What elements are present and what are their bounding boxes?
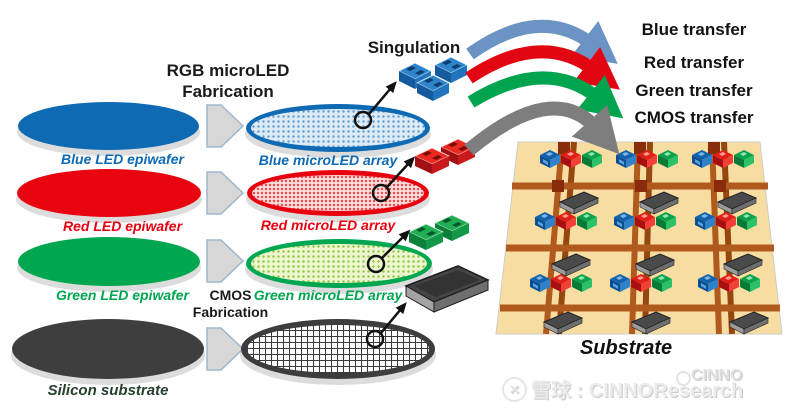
red-transfer-arrow [465, 45, 620, 90]
blue-transfer-label: Blue transfer [641, 20, 747, 39]
red-array-callout-arrow [386, 156, 416, 188]
cmos-transfer-arrow [464, 101, 620, 156]
fabrication-arrow-icon [206, 239, 244, 283]
silicon-wafer [12, 319, 204, 379]
blue-array-callout-arrow [368, 81, 397, 115]
blue-array-label: Blue microLED array [258, 152, 398, 168]
cmos-fabrication-line2: Fabrication [192, 304, 269, 320]
green-microled-chips-icon [408, 214, 470, 250]
cinno-logo-icon [676, 371, 691, 386]
green-epiwafer-label: Green LED epiwafer [55, 287, 190, 303]
red-epiwafer [17, 169, 201, 217]
substrate-traces [500, 141, 780, 335]
rgb-fabrication-heading: RGB microLED Fabrication [148, 60, 308, 102]
blue-transfer-arrow [466, 19, 618, 64]
watermark-overlay-text: CINNO [691, 367, 743, 384]
silicon-wafer-label: Silicon substrate [47, 382, 169, 399]
cmos-wafer-callout-circle [365, 329, 385, 349]
fabrication-arrow-icon [206, 104, 244, 148]
red-array-label: Red microLED array [260, 217, 396, 233]
blue-array-callout-circle [353, 110, 373, 130]
red-microled-array [247, 170, 429, 216]
blue-epiwafer-label: Blue LED epiwafer [61, 151, 184, 167]
cmos-fabrication-line1: CMOS [209, 287, 252, 303]
fabrication-arrow-icon [206, 171, 244, 215]
cmos-fabrication-heading: CMOS Fabrication [183, 287, 278, 321]
red-transfer-label: Red transfer [643, 53, 745, 72]
substrate-board [495, 141, 783, 335]
green-transfer-arrow [467, 71, 624, 119]
red-microled-chips-icon [414, 138, 476, 174]
green-array-callout-arrow [381, 229, 411, 259]
cmos-die-icon [404, 265, 490, 313]
green-microled-array [246, 239, 432, 288]
rgb-fabrication-line1: RGB microLED [166, 61, 290, 80]
blue-microled-chips-icon [398, 56, 468, 101]
cmos-wafer-callout-arrow [380, 302, 407, 334]
singulation-heading: Singulation [367, 38, 461, 57]
blue-epiwafer [18, 102, 199, 150]
red-array-callout-circle [371, 183, 391, 203]
cmos-transfer-label: CMOS transfer [634, 108, 754, 127]
green-transfer-label: Green transfer [635, 81, 753, 100]
rgb-fabrication-line2: Fabrication [182, 82, 274, 101]
green-epiwafer [18, 237, 200, 286]
blue-microled-array [246, 104, 430, 152]
cmos-wafer [241, 319, 435, 379]
watermark-text: 雪球 : CINNOResearch [531, 380, 744, 402]
red-epiwafer-label: Red LED epiwafer [62, 218, 183, 234]
fabrication-arrow-icon [206, 327, 244, 371]
xueqiu-logo-icon: ✕ [502, 377, 527, 402]
singulation-callouts [353, 81, 416, 349]
green-array-label: Green microLED array [253, 287, 403, 303]
green-array-callout-circle [366, 254, 386, 274]
substrate-label: Substrate [579, 337, 673, 359]
